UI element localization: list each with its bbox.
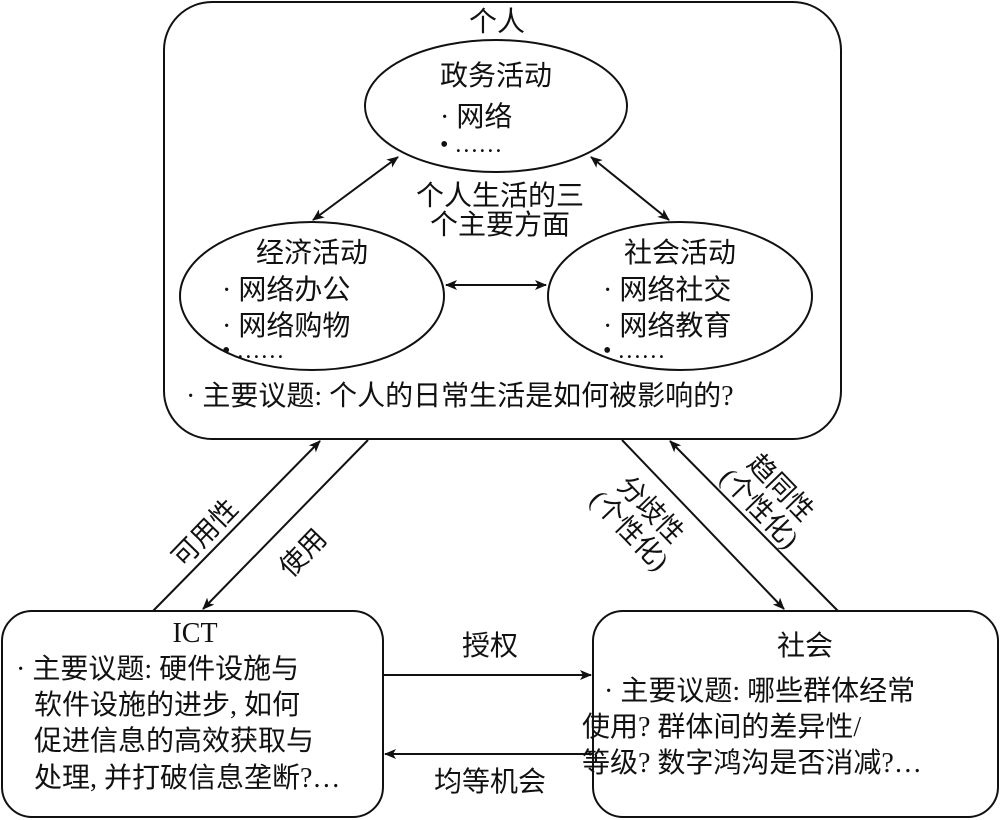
ict-issue-line: · 主要议题: 硬件设施与: [16, 654, 300, 685]
individual-main-issue: · 主要议题: 个人的日常生活是如何被影响的?: [186, 381, 734, 412]
social-activity-ellipse: [547, 221, 813, 371]
ict-issue-line: 处理, 并打破信息垄断?…: [34, 763, 341, 794]
center-label-line1: 个人生活的三: [415, 181, 584, 212]
divergence-arrow: [621, 439, 785, 610]
social-activity-item: · 网络社交: [603, 275, 732, 306]
political-activity-title: 政务活动: [439, 61, 552, 92]
social-activity-item: • ……: [603, 338, 666, 364]
political-activity-item: • ……: [440, 132, 503, 158]
ict-box: [1, 610, 384, 818]
availability-arrow: [152, 440, 321, 612]
society-box: [592, 610, 999, 818]
political-activity-item: · 网络: [440, 102, 513, 133]
social-activity-title: 社会活动: [623, 238, 736, 269]
economic-activity-item: · 网络购物: [222, 311, 351, 342]
individual-title: 个人: [468, 7, 525, 38]
society-title: 社会: [776, 631, 833, 662]
social-activity-item: · 网络教育: [603, 311, 732, 342]
usage-arrow: [202, 439, 369, 610]
center-label-line2: 个主要方面: [429, 210, 570, 241]
economic-activity-item: · 网络办公: [222, 275, 351, 306]
economic-activity-ellipse: [179, 221, 445, 371]
political-activity-ellipse: [364, 39, 628, 173]
ict-issue-line: 促进信息的高效获取与: [34, 726, 315, 757]
society-issue-line: · 主要议题: 哪些群体经常: [604, 676, 916, 707]
individual-box: [163, 1, 842, 440]
economic-activity-item: • ……: [222, 338, 285, 364]
political-social-arrow: [590, 156, 670, 221]
ict-title: ICT: [172, 618, 218, 649]
political-economic-arrow: [312, 156, 399, 221]
empowerment-label: 授权: [461, 631, 518, 662]
society-issue-line: 等级? 数字鸿沟是否消减?…: [582, 748, 922, 779]
ict-issue-line: 软件设施的进步, 如何: [34, 690, 301, 721]
convergence-arrow: [669, 440, 839, 612]
society-issue-line: 使用? 群体间的差异性/: [582, 712, 862, 743]
economic-activity-title: 经济活动: [255, 238, 368, 269]
equal-opportunity-label: 均等机会: [433, 767, 546, 798]
